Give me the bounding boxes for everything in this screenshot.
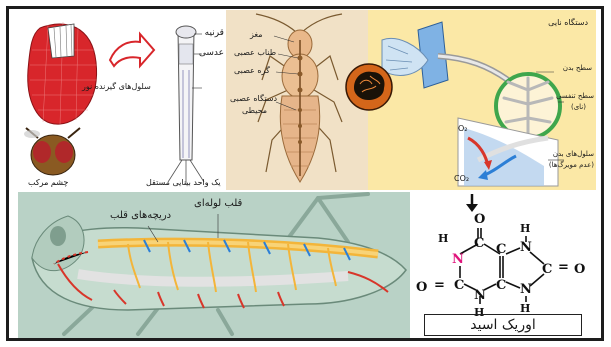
uric-acid-panel: O C H N C O = N H C C N H C = O N H اوری… (410, 192, 596, 338)
cornea-label: قرنیه (205, 28, 224, 38)
uric-acid-caption: اوریک اسید (424, 314, 582, 336)
carbon-5: C (496, 242, 506, 257)
nitrogen-7: N (520, 240, 532, 255)
body-cells-label-2: (عدم مویرگ‌ها) (549, 161, 594, 169)
hydrogen-7: H (520, 222, 530, 235)
tubular-heart-label: قلب لوله‌ای (194, 198, 242, 209)
carbon-8: C (542, 262, 552, 277)
ganglion-label: گره عصبی (234, 66, 270, 75)
co2-label: CO₂ (454, 174, 469, 183)
brain-label: مغز (250, 30, 263, 39)
tracheal-title: دستگاه نایی (548, 18, 588, 27)
circulation-panel: قلب لوله‌ای دریچه‌های قلب (18, 192, 410, 338)
nitrogen-1: N (452, 252, 464, 267)
carbon-2: C (454, 278, 464, 293)
o2-label: O₂ (458, 124, 468, 133)
ommatidium-caption: یک واحد بینایی مستقل (146, 178, 221, 187)
carbon-4: C (496, 278, 506, 293)
tracheal-system-panel: دستگاه نایی سطح بدن سطح تنفسی (نای) سلول… (368, 10, 596, 190)
nerve-cord-label: طناب عصبی (234, 48, 276, 57)
oxygen-top: O (474, 212, 485, 227)
right-arrow-icon (110, 34, 154, 66)
double-bond-left: = (434, 278, 445, 293)
body-surface-label: سطح بدن (563, 64, 592, 72)
nitrogen-9: N (520, 282, 532, 297)
respiratory-surface-label-1: سطح تنفسی (556, 92, 594, 100)
oxygen-left: O (416, 280, 427, 295)
compound-eye-illustration (18, 10, 226, 190)
respiratory-surface-label-2: (نای) (571, 103, 586, 111)
brain-badge-icon (344, 62, 394, 112)
body-cells-label-1: سلول‌های بدن (553, 150, 594, 158)
nitrogen-3: N (474, 288, 486, 303)
grasshopper-circulation-illustration (18, 192, 410, 338)
peripheral-ns-label-1: دستگاه عصبی (230, 94, 277, 103)
lens-label: عدسی (199, 48, 224, 58)
peripheral-ns-label-2: محیطی (242, 106, 267, 115)
hydrogen-1: H (438, 232, 448, 245)
carbon-6: C (474, 236, 484, 251)
oxygen-right: O (574, 262, 585, 277)
compound-eye-caption: چشم مرکب (28, 178, 68, 187)
compound-eye-panel: قرنیه عدسی سلول‌های گیرنده نور چشم مرکب … (18, 10, 226, 190)
double-bond-right: = (558, 260, 569, 275)
heart-valves-label: دریچه‌های قلب (110, 210, 171, 221)
photoreceptor-label: سلول‌های گیرنده نور (82, 82, 151, 91)
